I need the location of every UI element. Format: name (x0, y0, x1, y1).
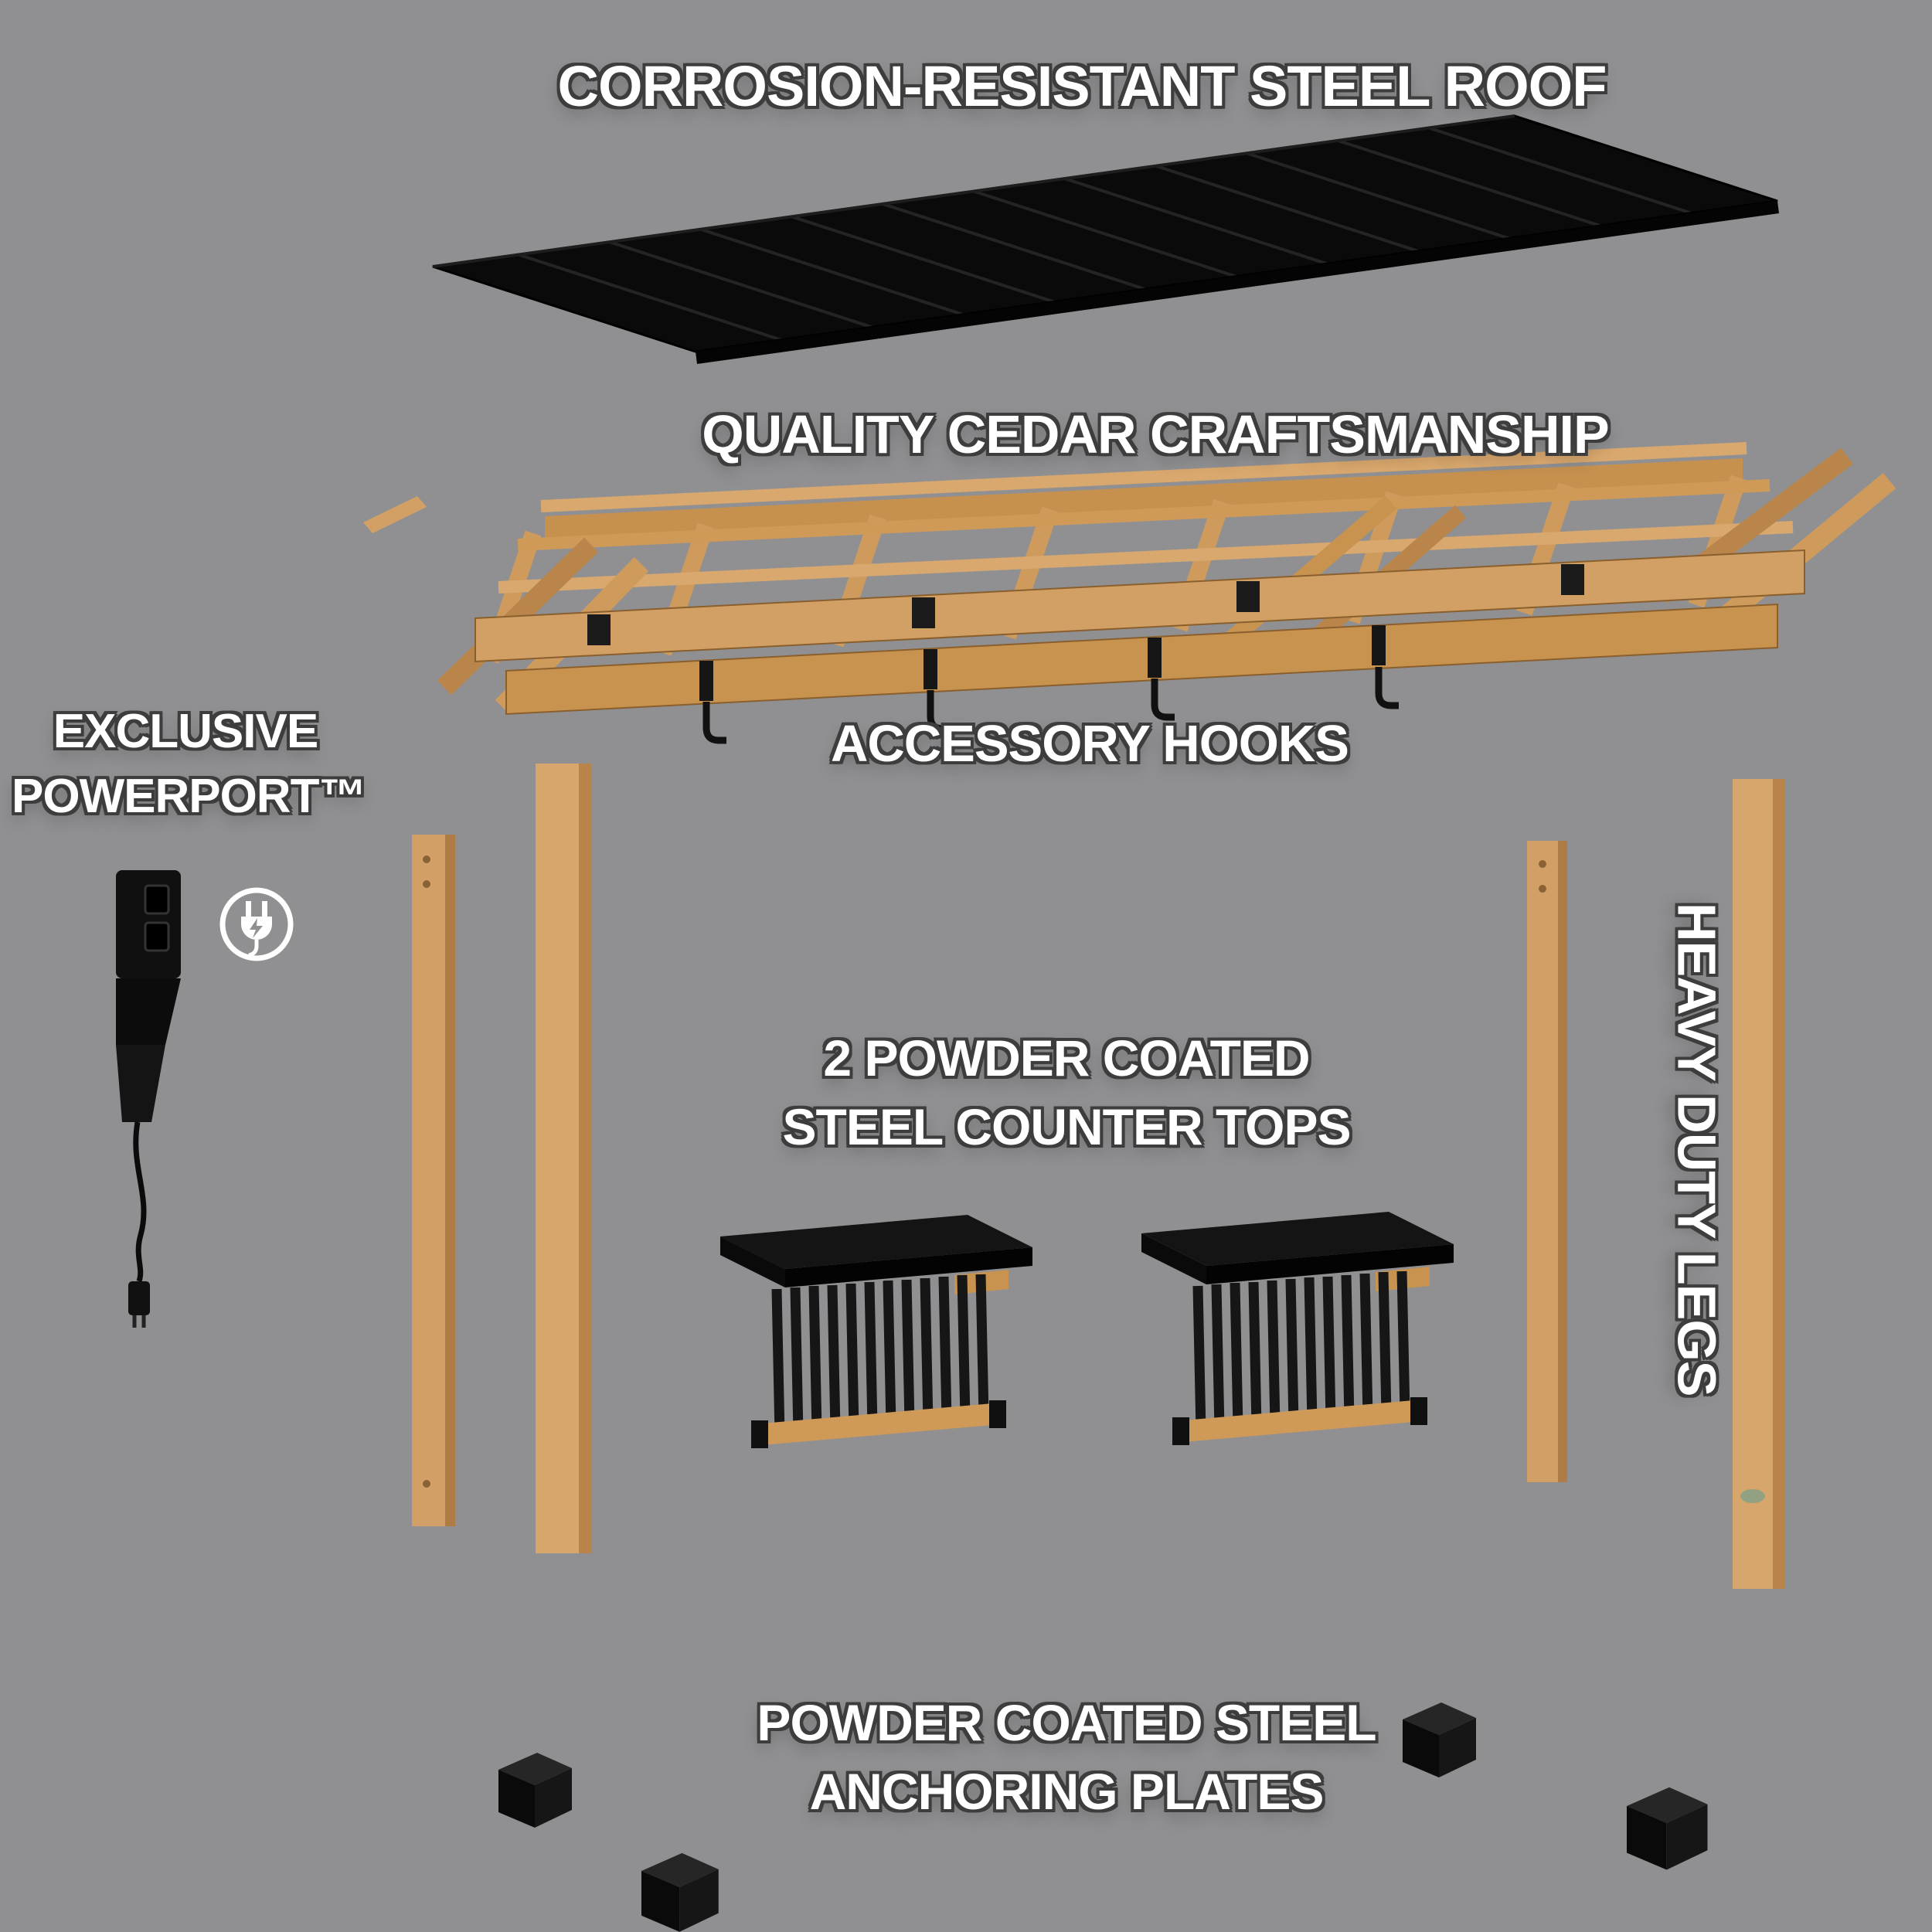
anchoring-plates-label-line1: POWDER COATED STEEL (757, 1694, 1376, 1751)
powerport-unit (116, 870, 181, 1328)
powerport-label-line1: EXCLUSIVE (53, 705, 318, 758)
powerport-label: EXCLUSIVE POWERPORT™ (12, 699, 366, 828)
anchoring-plates-label-line2: ANCHORING PLATES (809, 1763, 1325, 1821)
leg-post-1 (412, 835, 455, 1526)
counter-tops-label-line1: 2 POWDER COATED (823, 1029, 1310, 1087)
leg-post-2 (536, 764, 591, 1553)
counter-tops-label: 2 POWDER COATED STEEL COUNTER TOPS (680, 1024, 1453, 1162)
accessory-hooks (699, 625, 1399, 744)
cedar-label: QUALITY CEDAR CRAFTSMANSHIP (702, 404, 1609, 464)
anchor-plate-1 (498, 1753, 572, 1828)
powerport-label-line2: POWERPORT™ (12, 769, 366, 823)
hooks-label: ACCESSORY HOOKS (830, 715, 1349, 773)
roof-label: CORROSION-RESISTANT STEEL ROOF (557, 54, 1607, 118)
cedar-roof-frame (363, 442, 1896, 744)
powerport-plug-icon (219, 887, 294, 961)
heavy-duty-legs-label: HEAVY DUTY LEGS (1666, 903, 1727, 1396)
leg-post-4 (1733, 779, 1785, 1589)
anchor-plate-4 (1627, 1787, 1708, 1870)
anchoring-plates-label: POWDER COATED STEEL ANCHORING PLATES (680, 1689, 1453, 1826)
leg-posts (412, 764, 1785, 1589)
counter-top-2 (1141, 1212, 1454, 1445)
leg-post-3 (1527, 841, 1567, 1482)
counter-top-1 (720, 1215, 1032, 1448)
counter-tops-label-line2: STEEL COUNTER TOPS (782, 1098, 1351, 1156)
anchor-plate-2 (641, 1852, 719, 1932)
steel-roof-panel (432, 114, 1779, 364)
